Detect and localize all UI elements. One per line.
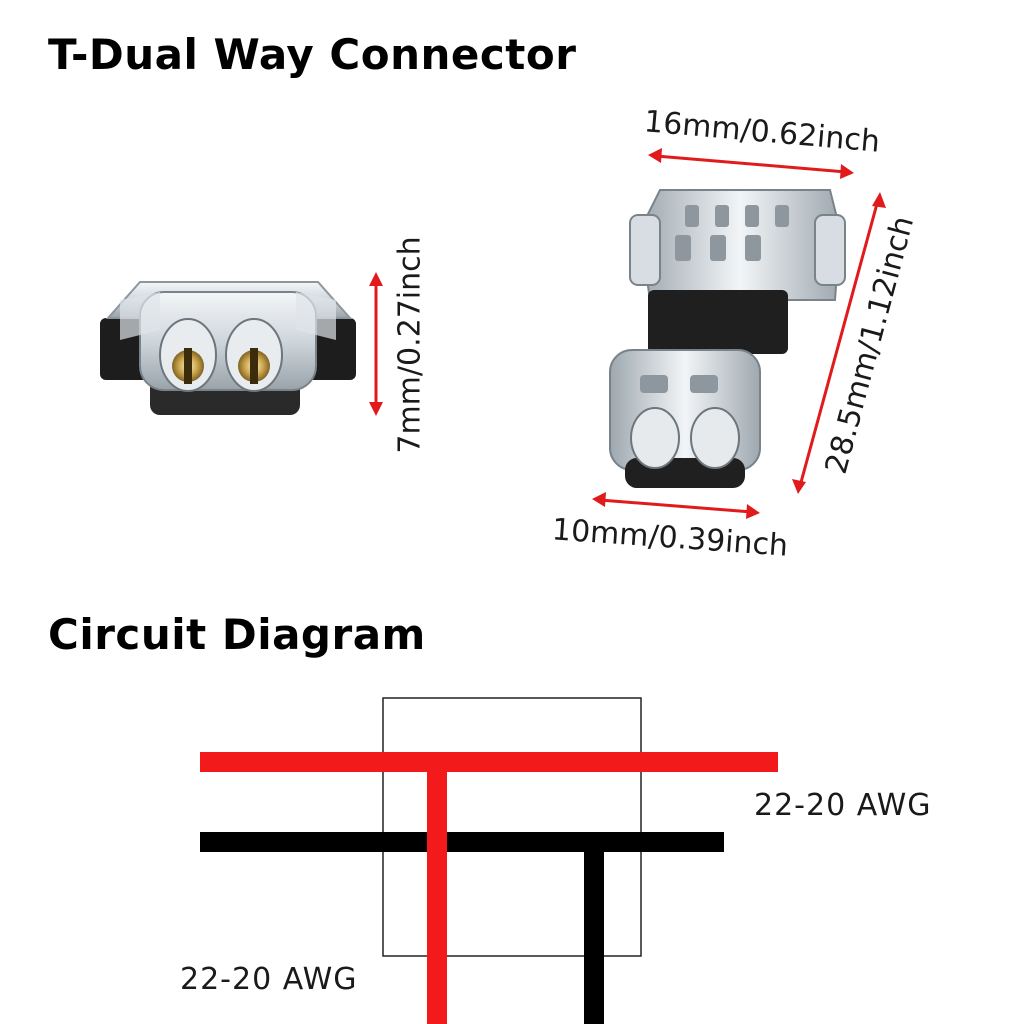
bottom-width-arrow (599, 498, 753, 514)
top-width-arrow (655, 154, 847, 174)
connector-box (382, 697, 642, 957)
black-wire-main (200, 832, 724, 852)
connector-front-icon (100, 281, 356, 415)
black-wire-branch (584, 848, 604, 1024)
red-wire-branch (427, 768, 447, 1024)
red-wire-main (200, 752, 778, 772)
connector-top-icon (609, 189, 846, 488)
page-title: T-Dual Way Connector (48, 30, 577, 79)
length-arrow (798, 199, 880, 487)
circuit-diagram-title: Circuit Diagram (48, 610, 426, 659)
wire-gauge-label-left: 22-20 AWG (180, 962, 358, 997)
dimension-arrows (369, 148, 886, 519)
wire-gauge-label-right: 22-20 AWG (754, 788, 932, 823)
